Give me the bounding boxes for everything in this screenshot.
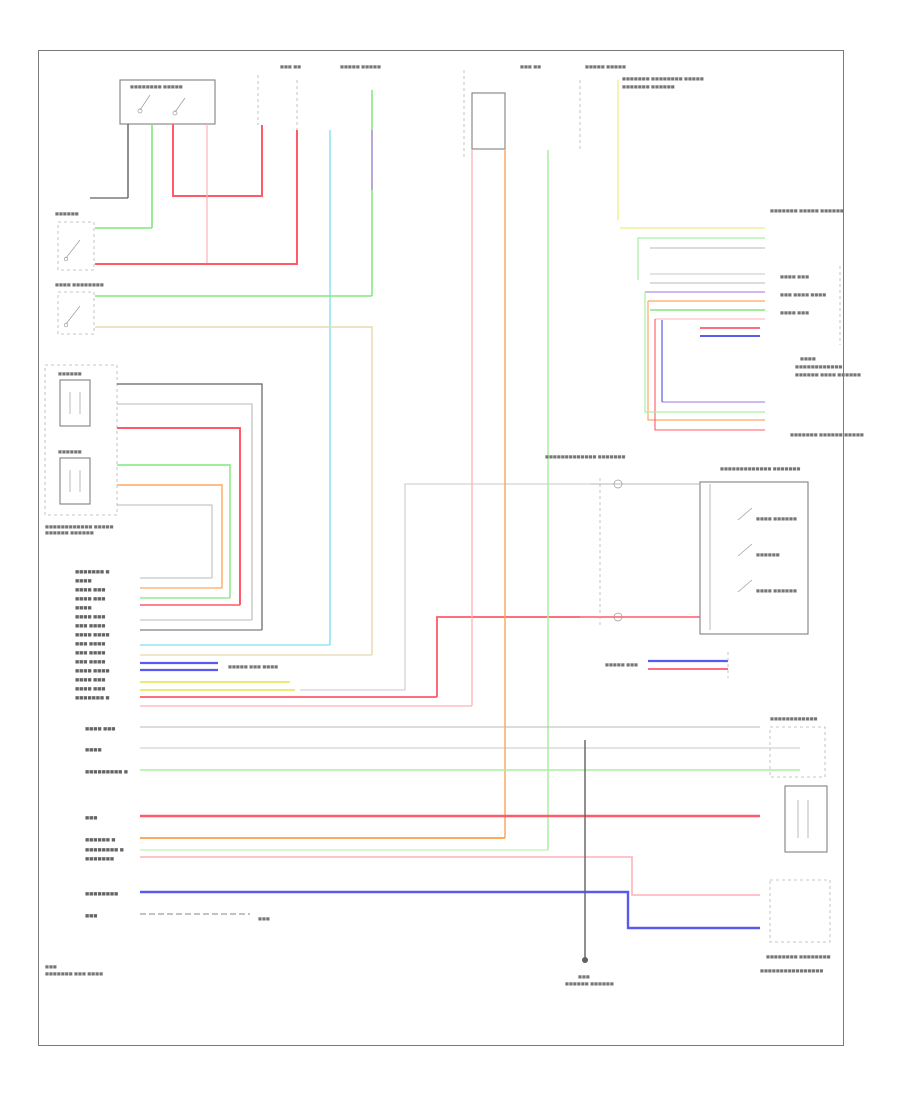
svg-text:■■■■■■■■■■■■■■■■: ■■■■■■■■■■■■■■■■ bbox=[760, 968, 823, 973]
diagram-frame bbox=[38, 50, 844, 1046]
svg-text:■■■■ ■■■: ■■■■ ■■■ bbox=[85, 727, 115, 732]
svg-text:■■■■■■■: ■■■■■■■ bbox=[85, 857, 114, 862]
svg-text:■■■■: ■■■■ bbox=[75, 606, 92, 611]
svg-text:■■■■■■■ ■■■■■■ ■■■■■: ■■■■■■■ ■■■■■■ ■■■■■ bbox=[790, 432, 864, 437]
svg-text:■■■ ■■■■: ■■■ ■■■■ bbox=[75, 624, 105, 629]
wire-red-2 bbox=[95, 130, 298, 265]
svg-text:■■■■■■■■■■■■■ ■■■■■■■: ■■■■■■■■■■■■■ ■■■■■■■ bbox=[720, 466, 801, 471]
svg-text:■■■■■■■■■■■■: ■■■■■■■■■■■■ bbox=[770, 716, 818, 721]
svg-text:■■■■■■■ ■■■■■■■■ ■■■■■: ■■■■■■■ ■■■■■■■■ ■■■■■ bbox=[622, 76, 704, 81]
svg-text:■■■■: ■■■■ bbox=[75, 579, 92, 584]
right-harness: ■■■■■■■ ■■■■■ ■■■■■■ ■■■■ ■■■ ■■■ ■■■■ ■… bbox=[620, 208, 864, 437]
svg-text:■■■■■■ ■■■■■■: ■■■■■■ ■■■■■■ bbox=[565, 981, 614, 986]
wire-red-3 bbox=[117, 427, 241, 605]
svg-text:■■■■ ■■■■■■: ■■■■ ■■■■■■ bbox=[756, 516, 797, 521]
svg-text:■■■: ■■■ bbox=[45, 964, 57, 969]
svg-text:■■■■■■: ■■■■■■ bbox=[58, 371, 82, 376]
svg-text:■■■■■ ■■■ ■■■■: ■■■■■ ■■■ ■■■■ bbox=[228, 664, 278, 669]
svg-text:■■■■■■: ■■■■■■ bbox=[58, 449, 82, 454]
svg-text:■■■■■■■ ■■■■■■: ■■■■■■■ ■■■■■■ bbox=[622, 84, 675, 89]
svg-text:■■■■■ ■■■■■: ■■■■■ ■■■■■ bbox=[340, 64, 381, 69]
wire-red-4 bbox=[436, 616, 580, 697]
svg-text:■■■■ ■■■: ■■■■ ■■■ bbox=[75, 615, 105, 620]
svg-text:■■■■■ ■■■: ■■■■■ ■■■ bbox=[605, 662, 638, 667]
svg-text:■■■■■■■■■■■■■ ■■■■■■■: ■■■■■■■■■■■■■ ■■■■■■■ bbox=[545, 454, 626, 459]
svg-text:■■■: ■■■ bbox=[85, 816, 97, 821]
svg-text:■■■■■■■■ ■■■■■: ■■■■■■■■ ■■■■■ bbox=[130, 84, 183, 89]
sensor-group bbox=[44, 364, 118, 516]
svg-text:■■■■■■■ ■: ■■■■■■■ ■ bbox=[75, 696, 110, 701]
svg-text:■■■■■■ ■: ■■■■■■ ■ bbox=[85, 838, 115, 843]
svg-text:■■■ ■■■■: ■■■ ■■■■ bbox=[75, 660, 105, 665]
svg-text:■■■■■■■ ■■■■■ ■■■■■■: ■■■■■■■ ■■■■■ ■■■■■■ bbox=[770, 208, 844, 213]
steering-switch: ■■■■ ■■■■■■ ■■■■■■ ■■■■ ■■■■■■ ■■■■■■■■■… bbox=[545, 454, 809, 635]
svg-text:■■■■■■■■■■■■: ■■■■■■■■■■■■ bbox=[795, 364, 843, 369]
wire-green-5 bbox=[117, 464, 231, 598]
svg-text:■■■: ■■■ bbox=[85, 914, 97, 919]
svg-text:■■■■■■: ■■■■■■ bbox=[756, 552, 780, 557]
svg-text:■■■■ ■■■: ■■■■ ■■■ bbox=[75, 588, 105, 593]
wire-gray-1 bbox=[117, 403, 253, 620]
svg-text:■■■■ ■■■■■■■■: ■■■■ ■■■■■■■■ bbox=[55, 282, 104, 287]
svg-text:■■■■ ■■■■■■: ■■■■ ■■■■■■ bbox=[756, 588, 797, 593]
wire-gray-2 bbox=[117, 504, 213, 578]
wire-orange-1 bbox=[117, 484, 223, 588]
svg-text:■■■: ■■■ bbox=[258, 916, 270, 921]
sensor-b: ■■■■■■ bbox=[58, 449, 91, 505]
wire-blue-bus bbox=[140, 890, 760, 930]
wire-black-3 bbox=[117, 383, 263, 630]
wire-pink-bus bbox=[140, 856, 760, 896]
svg-text:■■■■■■ ■■■■■■: ■■■■■■ ■■■■■■ bbox=[45, 530, 94, 535]
svg-text:■■■■■■: ■■■■■■ bbox=[55, 211, 79, 216]
wire-tan-1 bbox=[95, 326, 373, 655]
svg-text:■■■■■■■■■■■■ ■■■■■: ■■■■■■■■■■■■ ■■■■■ bbox=[45, 524, 114, 529]
svg-text:■■■■: ■■■■ bbox=[85, 748, 102, 753]
ecm-pin-block: ■■■■■■■ ■ ■■■■ ■■■■ ■■■ ■■■■ ■■■ ■■■■ ■■… bbox=[75, 570, 110, 701]
left-switch-2: ■■■■ ■■■■■■■■ bbox=[55, 282, 104, 335]
wire-gray-3 bbox=[300, 483, 590, 691]
svg-text:■■■■ ■■■: ■■■■ ■■■ bbox=[780, 274, 809, 279]
wire-red-loop bbox=[172, 124, 263, 197]
svg-text:■■■■ ■■■: ■■■■ ■■■ bbox=[75, 678, 105, 683]
top-fuse-box bbox=[471, 92, 506, 150]
svg-text:■■■■■■■ ■: ■■■■■■■ ■ bbox=[75, 570, 110, 575]
svg-text:■■■■ ■■■■: ■■■■ ■■■■ bbox=[75, 633, 110, 638]
svg-text:■■■■■ ■■■■■: ■■■■■ ■■■■■ bbox=[585, 64, 626, 69]
svg-text:■■■■ ■■■: ■■■■ ■■■ bbox=[75, 687, 105, 692]
svg-text:■■■■■■■■■ ■: ■■■■■■■■■ ■ bbox=[85, 770, 128, 775]
svg-text:■■■ ■■■■: ■■■ ■■■■ bbox=[75, 642, 105, 647]
svg-text:■■■■■■ ■■■■ ■■■■■■: ■■■■■■ ■■■■ ■■■■■■ bbox=[795, 372, 861, 377]
left-switch-1: ■■■■■■ bbox=[55, 211, 95, 271]
ground-terminal: ■■■ ■■■■■■ ■■■■■■ bbox=[565, 740, 614, 986]
svg-text:■■■ ■■■■: ■■■ ■■■■ bbox=[75, 651, 105, 656]
sensor-a: ■■■■■■ bbox=[58, 371, 91, 427]
svg-text:■■■■ ■■■: ■■■■ ■■■ bbox=[75, 597, 105, 602]
svg-text:■■■■■■■ ■■■ ■■■■: ■■■■■■■ ■■■ ■■■■ bbox=[45, 971, 103, 976]
svg-text:■■■ ■■: ■■■ ■■ bbox=[280, 64, 301, 69]
svg-text:■■■■ ■■■: ■■■■ ■■■ bbox=[780, 310, 809, 315]
svg-text:■■■■■■■■ ■: ■■■■■■■■ ■ bbox=[85, 848, 124, 853]
svg-text:■■■: ■■■ bbox=[578, 974, 590, 979]
svg-text:■■■ ■■: ■■■ ■■ bbox=[520, 64, 541, 69]
relay-box: ■■■■■■■■ ■■■■■ bbox=[119, 79, 216, 125]
svg-text:■■■■■■■■: ■■■■■■■■ bbox=[85, 892, 118, 897]
svg-text:■■■■ ■■■■: ■■■■ ■■■■ bbox=[75, 669, 110, 674]
svg-text:■■■ ■■■■ ■■■■: ■■■ ■■■■ ■■■■ bbox=[780, 292, 826, 297]
svg-text:■■■■■■■■ ■■■■■■■■: ■■■■■■■■ ■■■■■■■■ bbox=[766, 954, 831, 959]
gauge-module: ■■■■■■■■■■■■ ■■■■■■■■ ■■■■■■■■ ■■■■■■■■■… bbox=[760, 716, 831, 973]
svg-text:■■■■: ■■■■ bbox=[800, 356, 816, 361]
